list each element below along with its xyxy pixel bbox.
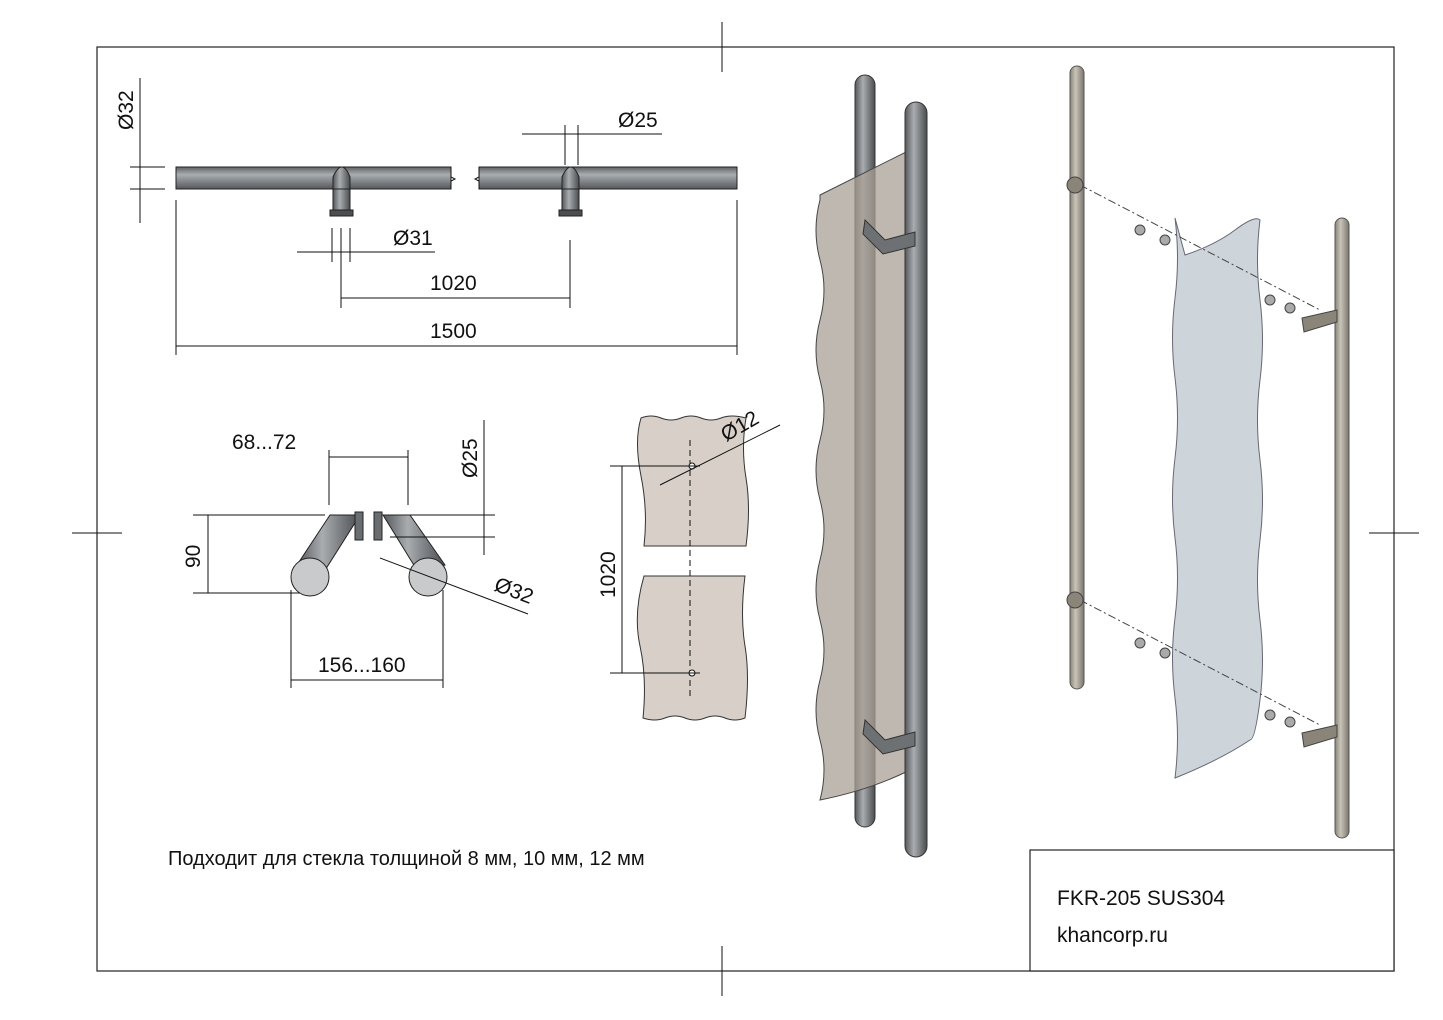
website-label: khancorp.ru xyxy=(1057,924,1168,947)
glass-hole-view: Ø12 1020 xyxy=(597,407,781,721)
dim-post-diameter: Ø25 xyxy=(618,109,658,132)
dim-bar-diameter: Ø32 xyxy=(115,90,138,130)
dim-base-diameter: Ø31 xyxy=(393,227,433,250)
dim-post-diameter-side: Ø25 xyxy=(459,438,482,478)
drawing-frame xyxy=(96,46,1395,972)
handle-front-render xyxy=(815,74,928,858)
dim-total-length: 1500 xyxy=(430,320,477,343)
top-view: Ø32 Ø25 Ø31 1020 1500 xyxy=(115,78,738,355)
model-label: FKR-205 SUS304 xyxy=(1057,887,1225,910)
dim-bar-diameter-side: Ø32 xyxy=(491,573,536,609)
dim-bar-spacing: 156...160 xyxy=(318,654,406,677)
dim-height: 90 xyxy=(182,545,205,568)
post-right xyxy=(558,166,583,217)
side-view: 68...72 Ø25 90 Ø32 156...160 xyxy=(182,420,537,688)
handle-exploded-render xyxy=(1066,65,1350,839)
glass-thickness-note: Подходит для стекла толщиной 8 мм, 10 мм… xyxy=(168,848,645,870)
title-block: FKR-205 SUS304 khancorp.ru xyxy=(1029,849,1395,972)
dim-offset: 68...72 xyxy=(232,431,296,454)
dim-center-distance: 1020 xyxy=(430,272,477,295)
dim-hole-distance: 1020 xyxy=(597,551,620,598)
post-left xyxy=(329,166,354,217)
